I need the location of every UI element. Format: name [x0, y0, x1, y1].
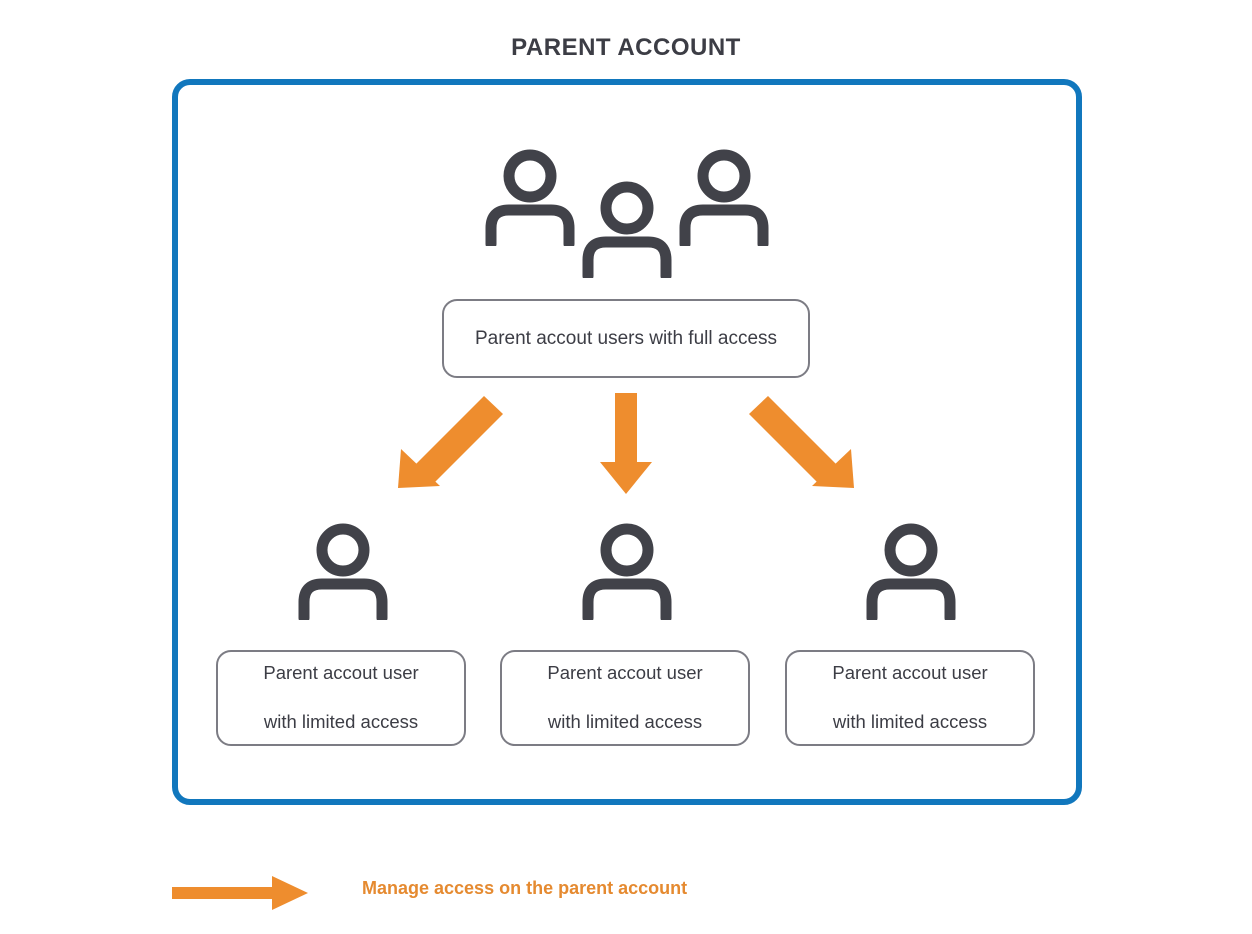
limited-access-label-line1: Parent accout user	[547, 662, 703, 684]
legend: Manage access on the parent account	[172, 866, 872, 918]
limited-access-label-text: Parent accout user with limited access	[527, 661, 722, 734]
limited-access-label-box: Parent accout user with limited access	[216, 650, 466, 746]
limited-access-label-line2: with limited access	[832, 711, 988, 733]
limited-access-label-line2: with limited access	[547, 711, 703, 733]
limited-access-label-box: Parent accout user with limited access	[500, 650, 750, 746]
limited-access-label-line1: Parent accout user	[832, 662, 988, 684]
page-title: PARENT ACCOUNT	[511, 34, 741, 61]
limited-access-label-line2: with limited access	[263, 711, 419, 733]
people-group-icon	[483, 148, 771, 278]
limited-access-label-box: Parent accout user with limited access	[785, 650, 1035, 746]
legend-text: Manage access on the parent account	[362, 878, 688, 898]
person-icon	[298, 523, 388, 620]
full-access-label-box: Parent accout users with full access	[442, 299, 810, 378]
limited-access-label-line1: Parent accout user	[263, 662, 419, 684]
person-icon	[582, 523, 672, 620]
person-icon	[485, 149, 575, 246]
limited-access-label-text: Parent accout user with limited access	[812, 661, 1007, 734]
right-arrow-icon	[172, 876, 308, 910]
person-icon	[679, 149, 769, 246]
person-icon	[582, 181, 672, 278]
limited-access-label-text: Parent accout user with limited access	[243, 661, 438, 734]
full-access-label-text: Parent accout users with full access	[474, 327, 778, 349]
person-icon	[866, 523, 956, 620]
